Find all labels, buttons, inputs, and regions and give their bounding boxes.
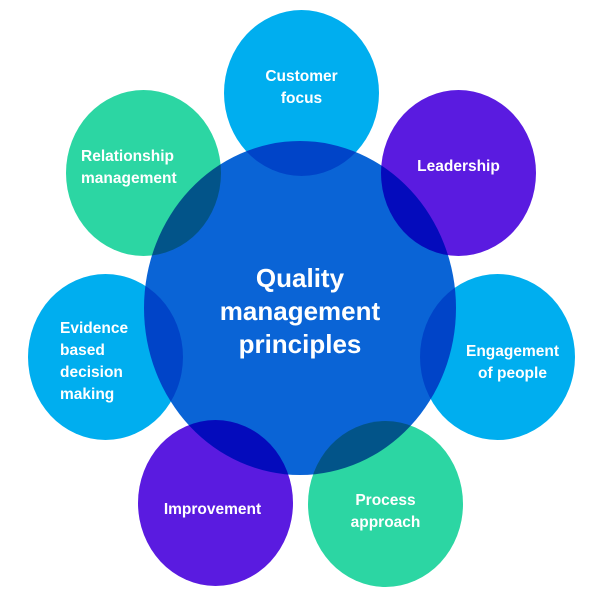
customer-focus-label: Customer focus xyxy=(234,66,369,110)
relationship-management-label: Relationship management xyxy=(81,146,221,190)
center-title: Quality management principles xyxy=(180,262,420,361)
label-line: Process xyxy=(355,492,416,509)
label-line: making xyxy=(60,386,115,403)
evidence-based-decision-making-label: Evidence based decision making xyxy=(60,318,180,406)
label-line: Improvement xyxy=(163,501,262,518)
label-line: focus xyxy=(280,90,323,107)
center-title-line: principles xyxy=(238,329,362,359)
label-line: Relationship xyxy=(81,148,175,165)
engagement-of-people-label: Engagement of people xyxy=(440,341,585,385)
label-line: based xyxy=(60,342,105,359)
center-circle xyxy=(144,141,456,475)
label-line: decision xyxy=(60,364,123,381)
label-line: Leadership xyxy=(417,158,500,175)
center-title-line: management xyxy=(219,296,381,326)
process-approach-label: Process approach xyxy=(318,490,453,534)
label-line: Engagement xyxy=(465,343,559,360)
improvement-label: Improvement xyxy=(145,499,280,521)
label-line: Evidence xyxy=(60,320,129,337)
center-title-line: Quality xyxy=(255,263,345,293)
leadership-label: Leadership xyxy=(391,156,526,178)
label-line: Customer xyxy=(265,68,338,85)
label-line: management xyxy=(81,170,177,187)
label-line: approach xyxy=(350,514,421,531)
label-line: of people xyxy=(478,365,547,382)
